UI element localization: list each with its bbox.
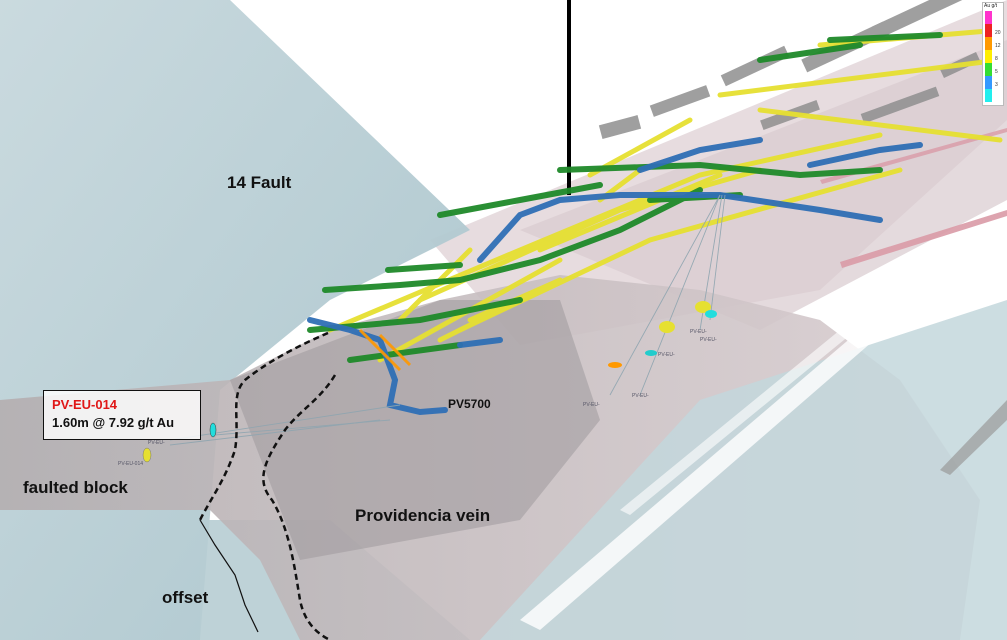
grade-legend: Au g/t 20 12 8 5 3 bbox=[982, 2, 1004, 106]
drill-hole-label: PV-EU- bbox=[148, 440, 165, 446]
fault-sliver-2 bbox=[620, 330, 850, 515]
legend-tick: 5 bbox=[995, 69, 998, 75]
legend-tick: 20 bbox=[995, 30, 1001, 36]
callout-hole-id: PV-EU-014 bbox=[52, 397, 118, 412]
faulted-block-label: faulted block bbox=[23, 478, 128, 497]
fault-trace bbox=[198, 331, 329, 521]
drill-hole-label: PV-EU-014 bbox=[118, 461, 144, 467]
drill-hole-label: PV-EU- bbox=[700, 337, 717, 343]
fault-label: 14 Fault bbox=[227, 173, 292, 192]
intercept-disc bbox=[209, 422, 217, 438]
fault-sliver-1 bbox=[520, 330, 880, 630]
offset-bracket bbox=[199, 519, 259, 633]
legend-swatch bbox=[985, 11, 992, 24]
vein-plane-shadow bbox=[230, 300, 600, 560]
legend-tick: 8 bbox=[995, 56, 998, 62]
drill-hole-label: PV-EU- bbox=[690, 329, 707, 335]
legend-swatch bbox=[985, 63, 992, 76]
intercept-disc bbox=[608, 362, 622, 368]
level-label: PV5700 bbox=[448, 397, 491, 411]
fault-trace bbox=[262, 374, 337, 640]
offset-label: offset bbox=[162, 588, 209, 607]
drill-hole-label: PV-EU- bbox=[658, 352, 675, 358]
legend-swatch bbox=[985, 50, 992, 63]
intercept-disc bbox=[659, 321, 675, 333]
drill-callout: PV-EU-014 1.60m @ 7.92 g/t Au bbox=[43, 390, 201, 440]
callout-intercept: 1.60m @ 7.92 g/t Au bbox=[52, 415, 175, 430]
vein-label: Providencia vein bbox=[355, 506, 491, 525]
intercept-disc bbox=[142, 447, 152, 463]
workings-green bbox=[307, 32, 943, 363]
intercept-disc bbox=[695, 301, 711, 313]
legend-swatch bbox=[985, 89, 992, 102]
intercept-disc bbox=[645, 350, 657, 356]
workings-blue bbox=[307, 137, 923, 416]
legend-swatch bbox=[985, 37, 992, 50]
legend-tick: 12 bbox=[995, 43, 1001, 49]
drill-hole-label: PV-EU- bbox=[583, 402, 600, 408]
legend-swatch bbox=[985, 76, 992, 89]
fault-sliver-3 bbox=[940, 400, 1007, 475]
drill-hole-label: PV-EU- bbox=[632, 393, 649, 399]
pink-vein-1 bbox=[840, 210, 1007, 268]
drill-intercepts bbox=[142, 301, 717, 463]
legend-swatch bbox=[985, 24, 992, 37]
intercept-disc bbox=[705, 310, 717, 318]
workings-orange bbox=[358, 328, 412, 372]
legend-title: Au g/t bbox=[984, 3, 998, 9]
legend-tick: 3 bbox=[995, 82, 998, 88]
